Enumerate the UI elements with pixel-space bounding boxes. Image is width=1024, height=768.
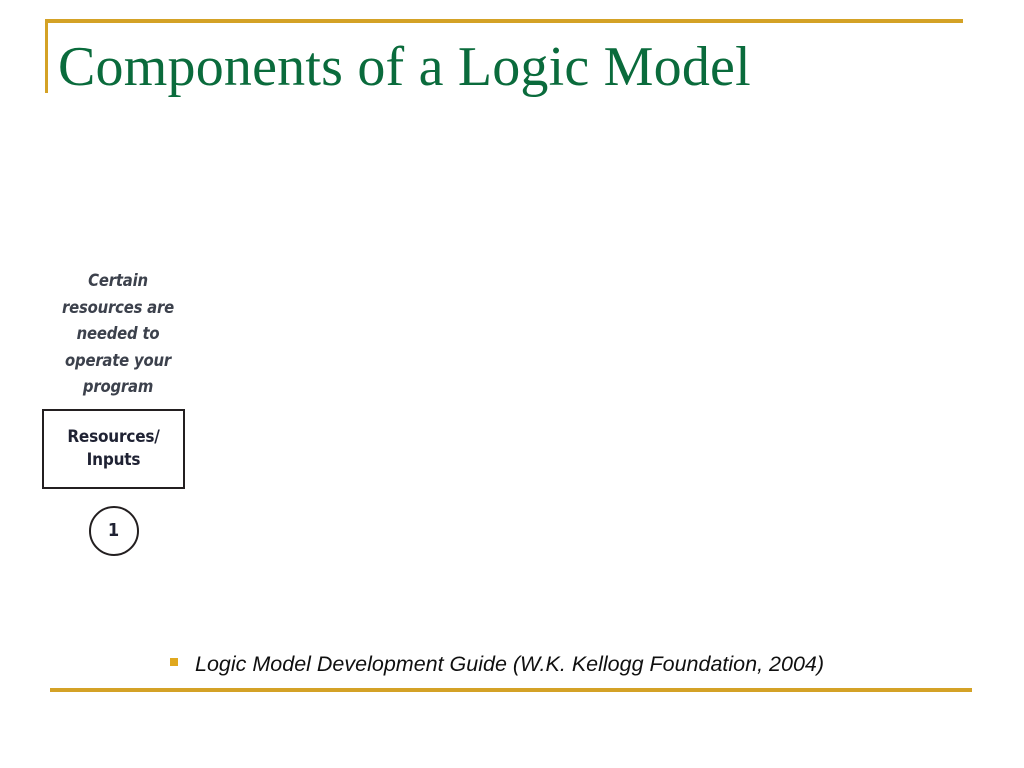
- figure-caption: Certain resources are needed to operate …: [42, 268, 194, 401]
- node-label: Resources/ Inputs: [67, 426, 160, 472]
- bottom-gold-rule: [50, 688, 972, 692]
- node-label-line: Inputs: [86, 449, 141, 470]
- citation-text: Logic Model Development Guide (W.K. Kell…: [195, 652, 825, 676]
- left-gold-rule: [45, 19, 48, 93]
- node-label-line: Resources/: [67, 426, 160, 447]
- caption-line: needed to: [76, 324, 160, 343]
- caption-line: program: [82, 377, 154, 396]
- citation: Logic Model Development Guide (W.K. Kell…: [170, 650, 824, 678]
- step-number-badge: 1: [88, 505, 139, 556]
- step-badge-container: 1: [42, 505, 185, 556]
- logic-model-figure: Certain resources are needed to operate …: [42, 268, 194, 556]
- page-title: Components of a Logic Model: [58, 36, 751, 98]
- resources-inputs-node: Resources/ Inputs: [42, 408, 185, 489]
- caption-line: Certain: [88, 271, 148, 290]
- caption-line: operate your: [65, 350, 171, 370]
- top-gold-rule: [45, 19, 963, 23]
- caption-line: resources are: [61, 297, 174, 317]
- square-bullet-icon: [170, 658, 178, 666]
